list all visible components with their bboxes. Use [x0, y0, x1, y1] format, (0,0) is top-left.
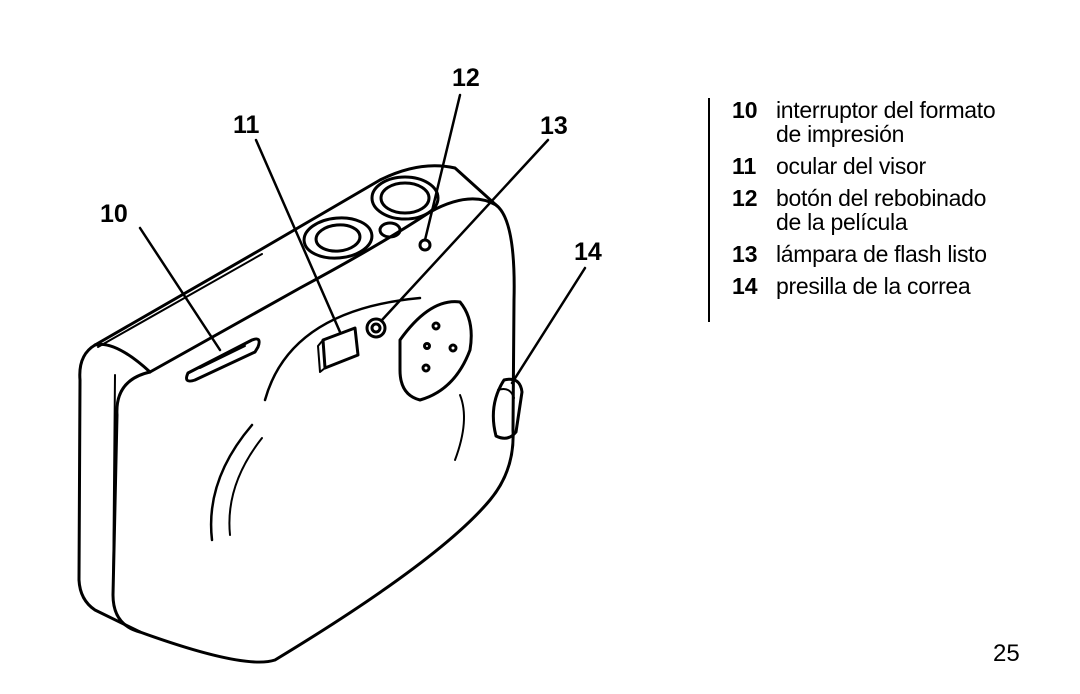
legend-number: 13	[732, 241, 758, 267]
leader-lines	[138, 93, 587, 385]
legend-label: ocular del visor	[776, 153, 926, 179]
camera-left-side	[77, 343, 142, 634]
legend-label: presilla de la correa	[776, 273, 971, 299]
parts-legend: 10 interruptor del formato de impresión …	[708, 98, 1072, 322]
print-format-switch	[185, 337, 261, 383]
camera-illustration: 10 11 12 13 14	[77, 64, 602, 664]
legend-item: 12 botón del rebobinado de la película	[732, 186, 1072, 234]
viewfinder-eyepiece	[321, 326, 360, 370]
top-dial-right	[370, 175, 440, 221]
flash-ready-lamp	[365, 317, 387, 339]
callout-11: 11	[233, 111, 260, 139]
top-dial-left	[302, 216, 374, 260]
camera-lens-disc	[398, 300, 473, 402]
legend-number: 11	[732, 153, 757, 179]
callout-12: 12	[452, 64, 480, 92]
callout-14: 14	[574, 238, 602, 266]
callout-13: 13	[540, 112, 568, 140]
camera-top	[93, 164, 498, 347]
legend-item: 14 presilla de la correa	[732, 274, 1072, 298]
legend-item: 10 interruptor del formato de impresión	[732, 98, 1072, 146]
legend-item: 13 lámpara de flash listo	[732, 242, 1072, 266]
legend-number: 12	[732, 185, 758, 211]
legend-item: 11 ocular del visor	[732, 154, 1072, 178]
legend-label: lámpara de flash listo	[776, 241, 987, 267]
legend-number: 10	[732, 97, 758, 123]
legend-number: 14	[732, 273, 758, 299]
legend-label: botón del rebobinado de la película	[776, 185, 987, 235]
callout-10: 10	[100, 200, 128, 228]
strap-loop	[491, 377, 524, 440]
legend-label: interruptor del formato de impresión	[776, 97, 996, 147]
page-number: 25	[993, 640, 1020, 667]
film-rewind-button	[418, 238, 432, 252]
